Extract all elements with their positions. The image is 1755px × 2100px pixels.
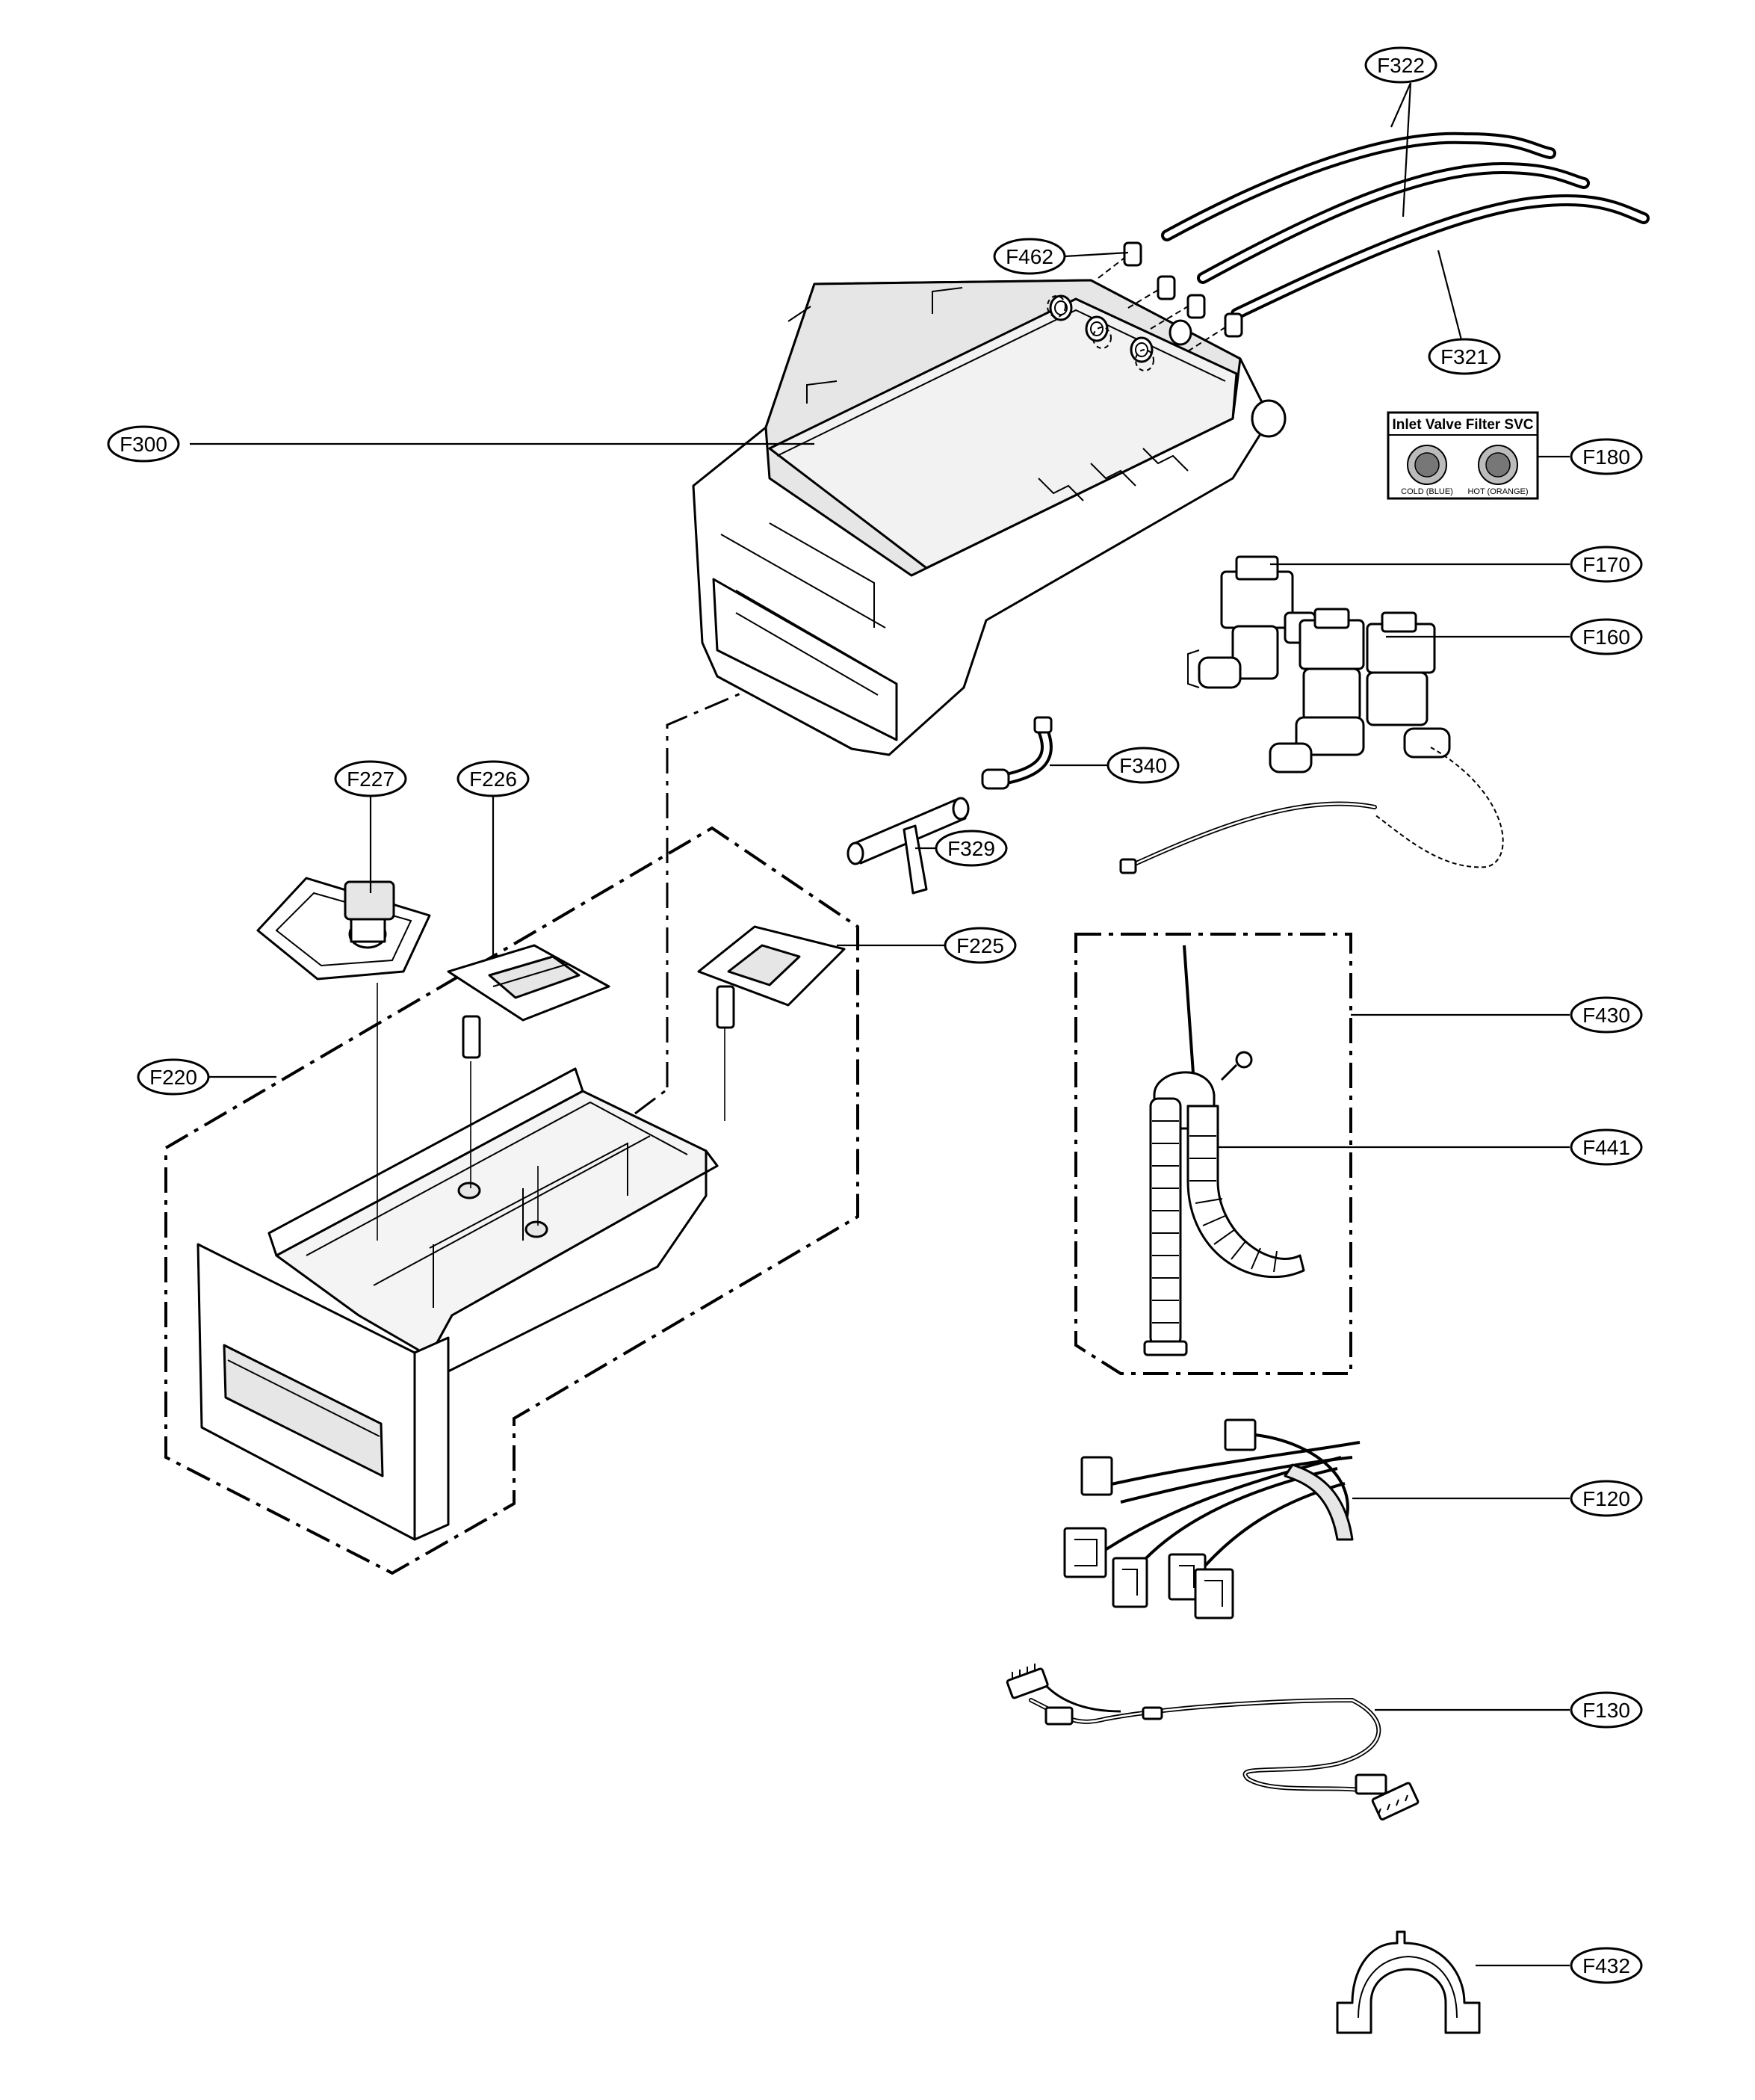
filter-cold-label: COLD (BLUE) <box>1401 487 1453 496</box>
svg-text:F300: F300 <box>120 433 167 456</box>
callout-f160: F160 <box>1570 618 1643 655</box>
svg-text:F462: F462 <box>1006 245 1053 268</box>
svg-text:F329: F329 <box>947 837 995 860</box>
callout-f329: F329 <box>935 830 1008 867</box>
svg-text:F340: F340 <box>1119 754 1167 777</box>
inlet-valve-filter-box: Inlet Valve Filter SVC COLD (BLUE) HOT (… <box>1387 411 1539 500</box>
dispenser-housing <box>692 279 1287 756</box>
svg-text:F180: F180 <box>1582 445 1630 469</box>
callout-f321: F321 <box>1428 338 1501 375</box>
valve-wire <box>1119 801 1377 874</box>
callout-f220: F220 <box>137 1058 210 1096</box>
detergent-cup-cap <box>697 925 846 1029</box>
callout-f120: F120 <box>1570 1480 1643 1517</box>
callout-f340: F340 <box>1106 747 1180 784</box>
callout-f225: F225 <box>944 927 1017 964</box>
hose-guide <box>1336 1930 1481 2034</box>
callout-f300: F300 <box>107 425 180 463</box>
dual-water-valve <box>1269 608 1504 868</box>
single-water-valve <box>1187 555 1316 689</box>
dispenser-drawer <box>196 1067 719 1541</box>
callout-f322: F322 <box>1364 46 1437 84</box>
svg-text:F160: F160 <box>1582 626 1630 649</box>
filter-hot-label: HOT (ORANGE) <box>1467 487 1528 496</box>
svg-text:F226: F226 <box>469 768 517 791</box>
callout-f227: F227 <box>334 760 407 797</box>
svg-text:F225: F225 <box>956 934 1004 957</box>
callout-f130: F130 <box>1570 1691 1643 1729</box>
t-connector <box>846 797 970 895</box>
svg-text:F227: F227 <box>347 768 394 791</box>
callout-f180: F180 <box>1570 438 1643 475</box>
drain-hose <box>1143 945 1305 1356</box>
leader-lines <box>190 82 1570 1967</box>
fabric-softener-cup <box>256 877 431 980</box>
svg-text:F430: F430 <box>1582 1004 1630 1027</box>
svg-text:F322: F322 <box>1377 54 1425 77</box>
drain-hose-kit-outline <box>1074 933 1352 1375</box>
svg-text:F220: F220 <box>149 1066 197 1089</box>
svg-text:F170: F170 <box>1582 553 1630 576</box>
filter-box-title: Inlet Valve Filter SVC <box>1392 417 1533 433</box>
inlet-hoses <box>1161 132 1650 320</box>
dispenser-assembly-outline <box>164 686 859 1575</box>
callout-f170: F170 <box>1570 546 1643 583</box>
callout-labels: F322 F462 F321 F300 F180 F170 F160 F227 … <box>107 46 1643 1984</box>
bleach-cup-cap <box>447 944 610 1059</box>
callout-f462: F462 <box>993 238 1066 275</box>
sub-wire-harness <box>1006 1664 1420 1820</box>
svg-text:F321: F321 <box>1440 345 1488 368</box>
hose-clamps <box>1098 241 1243 352</box>
svg-text:F120: F120 <box>1582 1487 1630 1510</box>
callout-f441: F441 <box>1570 1128 1643 1166</box>
svg-text:F432: F432 <box>1582 1954 1630 1977</box>
callout-f226: F226 <box>456 760 530 797</box>
callout-f430: F430 <box>1570 996 1643 1034</box>
vent-tube <box>981 716 1053 790</box>
main-wire-harness <box>1063 1418 1361 1619</box>
svg-text:F130: F130 <box>1582 1699 1630 1722</box>
svg-text:F441: F441 <box>1582 1136 1630 1159</box>
callout-f432: F432 <box>1570 1947 1643 1984</box>
